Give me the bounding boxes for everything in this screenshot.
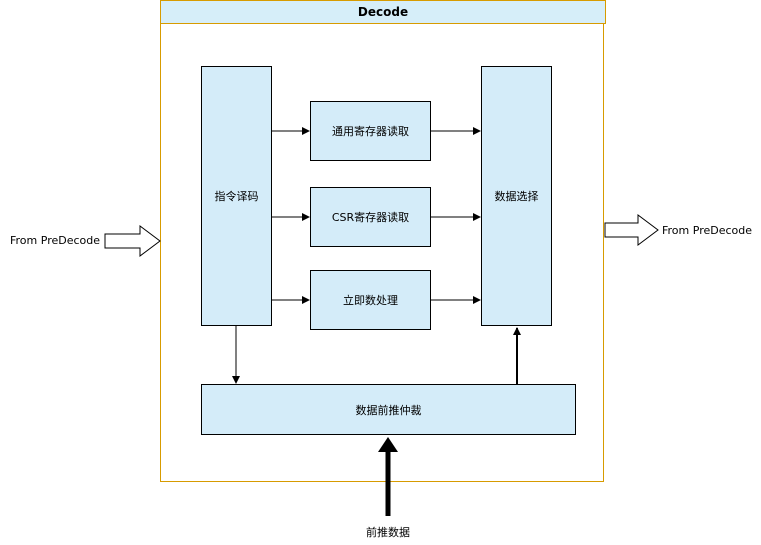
forward-arbiter-block: 数据前推仲裁 [201, 384, 576, 435]
output-hollow-arrow [604, 214, 659, 246]
input-hollow-arrow [104, 225, 161, 257]
output-label: From PreDecode [662, 224, 753, 237]
instruction-decode-block: 指令译码 [201, 66, 272, 326]
forward-data-label: 前推数据 [366, 526, 410, 539]
immediate-block: 立即数处理 [310, 270, 431, 330]
arrow-forward-data-head [378, 437, 398, 452]
gpr-read-block: 通用寄存器读取 [310, 101, 431, 161]
decode-title: Decode [160, 0, 606, 24]
data-select-block: 数据选择 [481, 66, 552, 326]
input-label-predecode: From PreDecode [10, 234, 101, 247]
csr-read-block: CSR寄存器读取 [310, 187, 431, 247]
